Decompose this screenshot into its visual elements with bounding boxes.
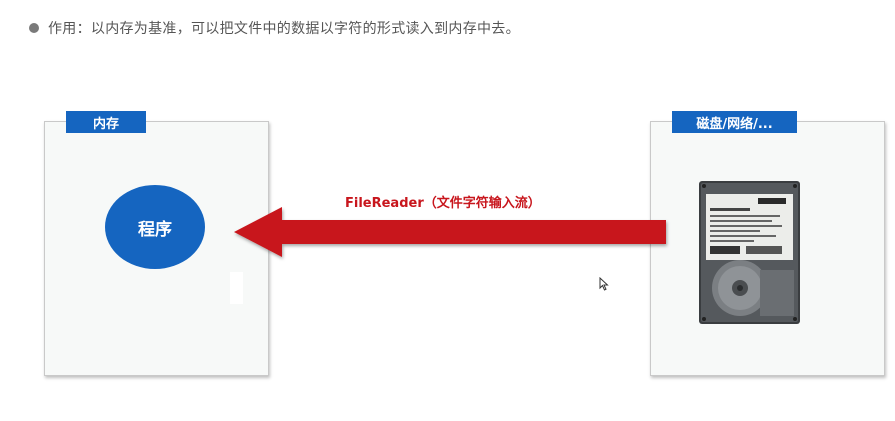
- filereader-arrow-icon: [234, 207, 666, 257]
- memory-tag: 内存: [66, 111, 146, 133]
- white-mark: [230, 272, 243, 304]
- bullet-dot-icon: [29, 23, 39, 33]
- bullet-line: 作用：以内存为基准，可以把文件中的数据以字符的形式读入到内存中去。: [29, 17, 520, 39]
- mouse-cursor-icon: [599, 277, 609, 291]
- disk-tag: 磁盘/网络/...: [672, 111, 797, 133]
- arrow-label: FileReader（文件字符输入流）: [345, 196, 541, 211]
- bullet-text: 作用：以内存为基准，可以把文件中的数据以字符的形式读入到内存中去。: [48, 21, 520, 37]
- hard-drive-icon: [699, 181, 800, 324]
- program-node: 程序: [105, 185, 205, 269]
